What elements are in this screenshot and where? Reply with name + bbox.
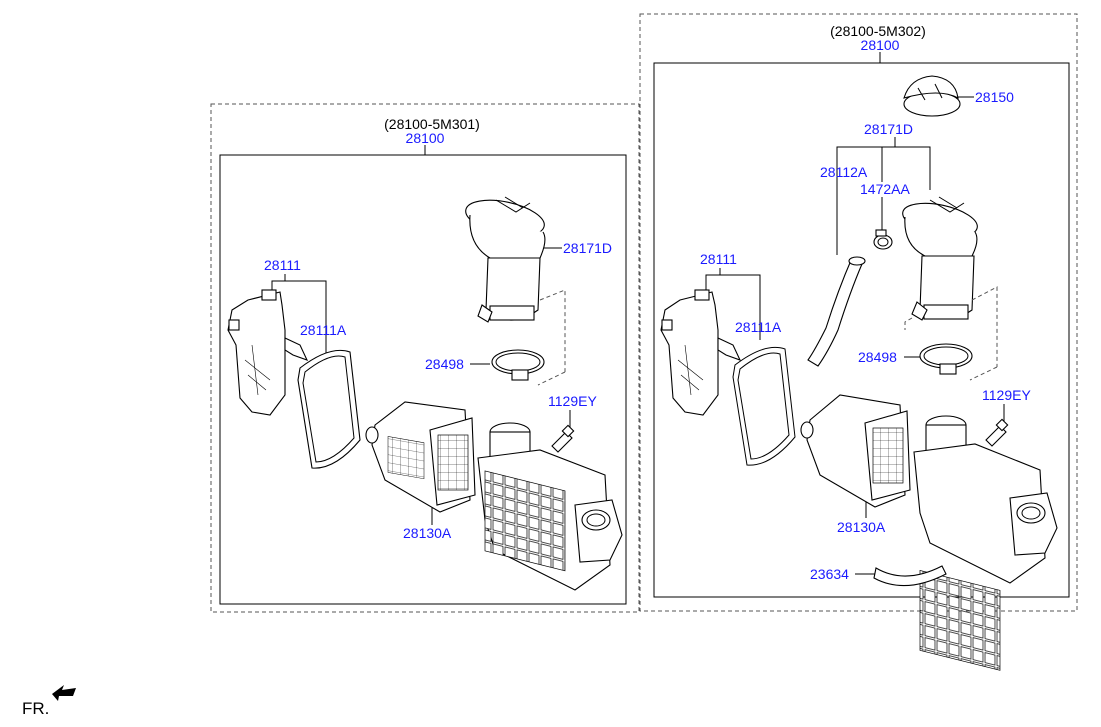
air-box-bracket-part [227, 289, 309, 416]
left-inner-frame [219, 154, 627, 605]
left-outer-dashed-frame [210, 103, 640, 613]
left-gasket-label: 28111A [300, 322, 347, 338]
hose-clip-part [873, 229, 893, 250]
bolt-part [551, 424, 575, 453]
breather-hose-part [807, 256, 866, 367]
right-drain-hose-label: 23634 [810, 566, 849, 582]
right-variant-label: (28100-5M302) [830, 23, 926, 39]
right-bracket-label: 28111 [700, 251, 737, 267]
right-bolt-part [985, 418, 1009, 447]
right-inner-frame [653, 62, 1070, 598]
gasket-part [297, 349, 361, 469]
right-cover-part [800, 394, 911, 508]
right-clamp-part [919, 343, 973, 375]
right-cover-label: 28130A [837, 519, 886, 535]
front-orientation-indicator: FR. [22, 685, 76, 718]
air-cleaner-cover-part [365, 401, 476, 513]
left-clamp-label: 28498 [425, 356, 464, 372]
front-label: FR. [22, 699, 49, 718]
left-cover-label: 28130A [403, 525, 452, 541]
left-bracket-label: 28111 [264, 257, 301, 273]
front-arrow-icon [52, 685, 76, 701]
right-gasket-label: 28111A [735, 319, 782, 335]
right-hose-clip-label: 1472AA [860, 181, 910, 197]
hose-clamp-part [491, 349, 545, 381]
right-bracket-part [660, 289, 742, 416]
drain-hose-part [873, 565, 947, 587]
left-intake-duct-label: 28171D [563, 240, 612, 256]
right-assembly: (28100-5M302) 28100 28150 28171D 28112A … [639, 13, 1078, 671]
right-clamp-label: 28498 [858, 349, 897, 365]
intake-duct-part [465, 196, 546, 323]
right-assembly-number: 28100 [861, 37, 900, 53]
air-cleaner-body-part [477, 422, 623, 591]
left-variant-label: (28100-5M301) [384, 116, 480, 132]
right-gasket-part [732, 346, 796, 466]
left-assembly: (28100-5M301) 28100 28111 28111A 28171D [210, 103, 640, 613]
right-cap-label: 28150 [975, 89, 1014, 105]
right-intake-duct-part [902, 196, 978, 321]
right-outer-dashed-frame [639, 13, 1078, 612]
right-duct-group-label: 28171D [864, 121, 913, 137]
left-assembly-number: 28100 [406, 130, 445, 146]
right-air-cleaner-body-part [913, 415, 1058, 671]
right-hose-label: 28112A [820, 164, 868, 180]
right-bolt-label: 1129EY [982, 387, 1031, 403]
left-bolt-label: 1129EY [548, 393, 597, 409]
cap-part [903, 75, 961, 117]
